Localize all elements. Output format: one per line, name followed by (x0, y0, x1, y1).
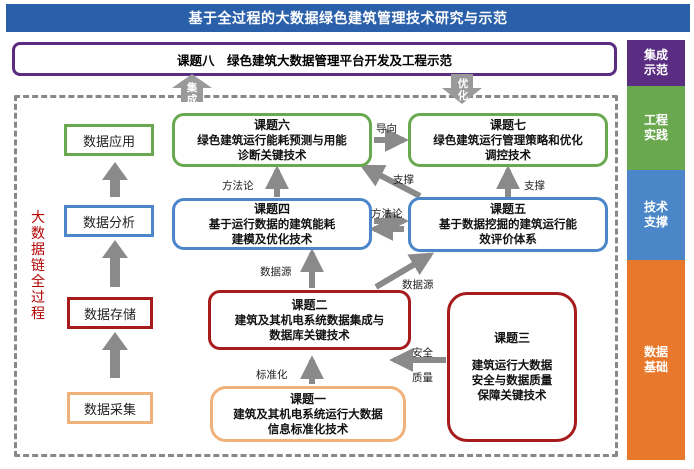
topic6-line2: 诊断关键技术 (237, 147, 307, 162)
topic5-line2: 效评价体系 (479, 232, 537, 246)
topic3-line3: 保障关键技术 (477, 388, 547, 402)
side-data-label: 数据基础 (643, 345, 668, 374)
topic6-line1: 绿色建筑运行能耗预测与用能 (197, 132, 347, 147)
integration-arrow (172, 74, 212, 102)
full-process-frame (14, 95, 618, 457)
label-quality: 质量 (412, 372, 433, 384)
arrow-t2-t5 (374, 252, 435, 290)
page-title: 基于全过程的大数据绿色建筑管理技术研究与示范 (6, 4, 690, 32)
topic5-number: 课题五 (489, 202, 526, 216)
topic1-line1: 建筑及其机电系统运行大数据 (233, 406, 383, 421)
optimization-label: 优化 (457, 78, 469, 102)
topic3-box: 课题三 建筑运行大数据 安全与数据质量 保障关键技术 (447, 292, 577, 442)
topic4-number: 课题四 (253, 201, 290, 216)
label-source-left: 数据源 (260, 266, 292, 278)
topic7-line1: 绿色建筑运行管理策略和优化 (433, 132, 583, 147)
topic7-line2: 调控技术 (485, 147, 531, 162)
label-source-right: 数据源 (402, 279, 434, 291)
side-tech-label: 技术支撑 (643, 200, 668, 229)
topic7-number: 课题七 (489, 117, 526, 132)
side-demo: 集成示范 (627, 40, 685, 86)
optimization-arrow (442, 74, 482, 104)
data-analyze-box: 数据分析 (64, 205, 154, 237)
label-safety: 安全 (412, 347, 433, 359)
data-collect-box: 数据采集 (67, 392, 153, 424)
side-practice: 工程实践 (627, 86, 685, 170)
label-support-right: 支撑 (524, 180, 545, 192)
side-demo-label: 集成示范 (643, 48, 668, 77)
topic3-line1: 建筑运行大数据 (471, 358, 553, 372)
chain-arrows (102, 162, 128, 378)
data-store-box: 数据存储 (67, 297, 153, 329)
topic1-line2: 信息标准化技术 (267, 421, 349, 436)
topic2-box: 课题二 建筑及其机电系统数据集成与 数据库关键技术 (208, 290, 411, 350)
topic3-number: 课题三 (493, 331, 530, 345)
side-data: 数据基础 (627, 260, 685, 460)
label-method-mid: 方法论 (371, 208, 403, 220)
label-method-top: 方法论 (222, 180, 254, 192)
label-standard: 标准化 (256, 369, 288, 381)
topic7-box: 课题七 绿色建筑运行管理策略和优化 调控技术 (408, 113, 608, 167)
topic5-line1: 基于数据挖掘的建筑运行能 (439, 217, 577, 231)
side-tech: 技术支撑 (627, 170, 685, 260)
label-guide: 导向 (376, 123, 397, 135)
topic4-line1: 基于运行数据的建筑能耗 (208, 216, 336, 231)
topic4-line2: 建模及优化技术 (231, 231, 313, 246)
side-practice-label: 工程实践 (643, 113, 668, 142)
topic2-line2: 数据库关键技术 (269, 327, 350, 342)
topic8-box: 课题八 绿色建筑大数据管理平台开发及工程示范 (12, 42, 617, 76)
topic1-box: 课题一 建筑及其机电系统运行大数据 信息标准化技术 (210, 386, 406, 442)
label-support-left: 支撑 (393, 174, 414, 186)
topic2-number: 课题二 (291, 297, 328, 312)
topic3-line2: 安全与数据质量 (471, 373, 553, 387)
full-process-label: 大数据链全过程 (31, 210, 45, 322)
topic6-number: 课题六 (253, 117, 290, 132)
data-apply-box: 数据应用 (64, 124, 154, 156)
integration-label: 集成 (186, 82, 198, 106)
topic5-box: 课题五 基于数据挖掘的建筑运行能 效评价体系 (408, 197, 608, 252)
arrow-t5-t6 (359, 164, 422, 199)
topic4-box: 课题四 基于运行数据的建筑能耗 建模及优化技术 (172, 198, 372, 250)
topic6-box: 课题六 绿色建筑运行能耗预测与用能 诊断关键技术 (172, 113, 372, 167)
topic1-number: 课题一 (289, 391, 326, 406)
topic2-line1: 建筑及其机电系统数据集成与 (234, 312, 385, 327)
